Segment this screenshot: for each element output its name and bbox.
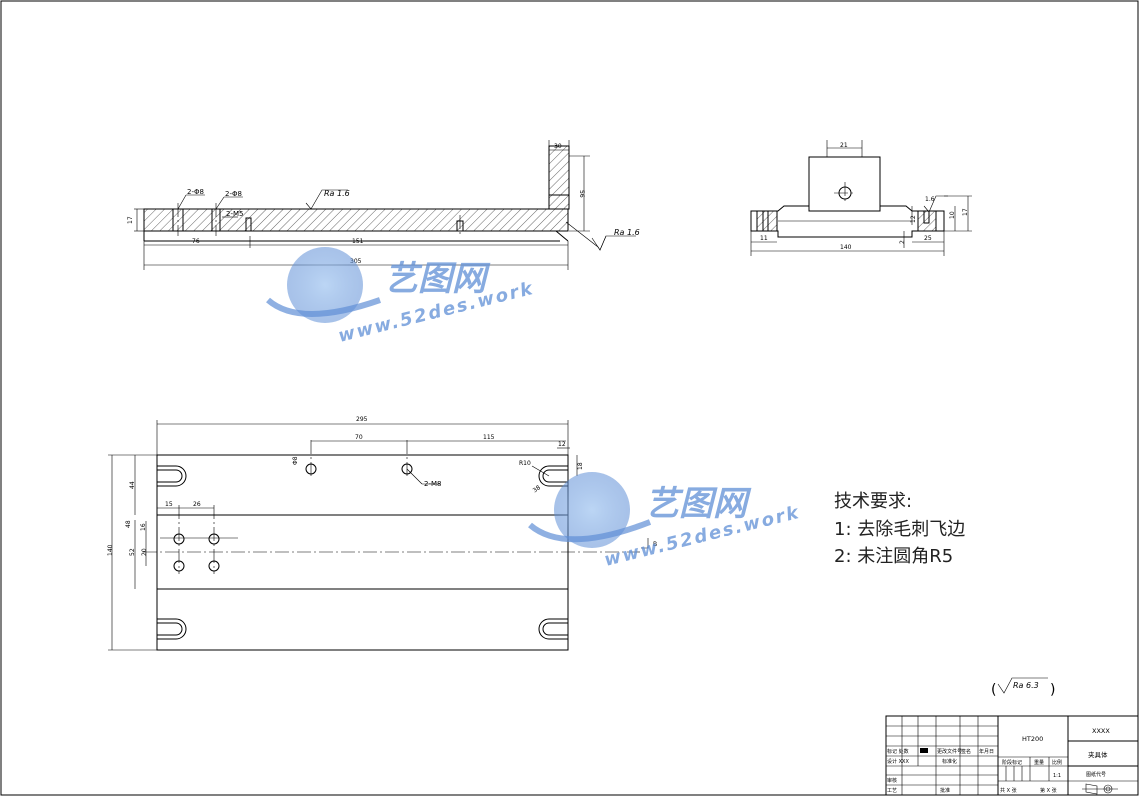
top-view: 295 70 115 12 140 44 52 16 20 48 15 26 1… — [107, 416, 657, 651]
section-arrow-b — [641, 538, 649, 549]
tb-scale-label: 比例 — [1052, 759, 1062, 766]
tb-drawing-name: 夹具体 — [1088, 750, 1108, 759]
roughness-default: Ra 6.3 — [1013, 681, 1039, 690]
tb-approve: 批准 — [940, 787, 950, 794]
dim-17: 17 — [127, 216, 134, 224]
front-section-view: 76 151 305 17 30 56 2-Φ8 2-Φ8 2-M5 Ra 1.… — [127, 140, 640, 270]
u-slot-bottom-right — [538, 618, 568, 640]
tb-sign: 签名 — [961, 748, 971, 755]
top-dim-12: 12 — [558, 441, 566, 448]
dim-305: 305 — [350, 258, 362, 265]
ra-right: Ra 1.6 — [614, 228, 640, 237]
side-dim-11: 11 — [760, 235, 768, 242]
title-block: 标记 处数 更改文件号 签名 年月日 设计 XXX 标准化 审核 工艺 批准 H… — [885, 715, 1139, 796]
watermark-cn-2: 艺图网 — [645, 484, 752, 524]
tb-company: XXXX — [1092, 727, 1110, 735]
label-hole: 2-Φ8 — [225, 190, 242, 198]
tb-row-design: 设计 XXX — [887, 758, 909, 765]
roughness-symbol — [305, 189, 348, 210]
dim-56: 56 — [578, 190, 585, 198]
side-dim-2: 2 — [899, 240, 906, 244]
top-dim-26: 26 — [193, 501, 201, 508]
top-dim-18: 18 — [577, 462, 584, 470]
front-wall — [548, 145, 570, 210]
top-dim-295: 295 — [356, 416, 368, 423]
tb-weight: 重量 — [1034, 759, 1044, 766]
dim-30: 30 — [554, 143, 562, 150]
side-dim-140: 140 — [840, 244, 852, 251]
top-dim-52: 52 — [129, 548, 136, 556]
top-dim-48: 48 — [125, 520, 132, 528]
label-r10: R10 — [519, 460, 531, 467]
watermark-1: 艺图网 www.52des.work — [266, 247, 536, 347]
u-slot-bottom-left — [157, 618, 187, 640]
top-dim-16: 16 — [140, 523, 147, 531]
label-slot: 2-Φ8 — [187, 188, 204, 196]
side-dim-10: 10 — [949, 211, 956, 219]
tb-stage: 阶段标记 — [1002, 759, 1022, 766]
tb-sheet-no: 第 X 张 — [1040, 787, 1057, 794]
tb-change-file: 更改文件号 — [937, 748, 962, 755]
side-block — [808, 156, 881, 212]
tech-title: 技术要求: — [834, 491, 912, 512]
label-2-m8: 2-M8 — [424, 480, 441, 488]
tb-material: HT200 — [1022, 735, 1043, 743]
side-view: 21 140 11 25 17 10 12 2 1.6 — [750, 140, 972, 256]
top-dim-70: 70 — [355, 434, 363, 441]
section-label-b: B — [653, 541, 657, 548]
watermark-cn-1: 艺图网 — [384, 259, 491, 299]
tb-sheet-total: 共 X 张 — [1000, 787, 1017, 794]
front-plate — [143, 208, 569, 232]
technical-requirements: 技术要求: 1: 去除毛刺飞边 2: 未注圆角R5 — [834, 491, 965, 567]
default-roughness: ( Ra 6.3 ) — [991, 677, 1055, 698]
dim-76: 76 — [192, 238, 200, 245]
watermark-globe-icon — [287, 247, 363, 323]
tech-item-2: 2: 未注圆角R5 — [834, 546, 953, 567]
side-dim-12: 12 — [910, 215, 917, 223]
top-dim-44: 44 — [129, 481, 136, 489]
svg-text:(: ( — [991, 682, 996, 698]
tb-row-mark: 标记 处数 — [887, 748, 909, 755]
ra-top: Ra 1.6 — [324, 189, 350, 198]
u-slot-top-left — [157, 465, 187, 487]
tb-drawing-code: 图纸代号 — [1086, 771, 1106, 778]
label-38: 38 — [532, 484, 542, 494]
top-dim-140: 140 — [107, 544, 114, 556]
tech-item-1: 1: 去除毛刺飞边 — [834, 519, 965, 540]
top-dim-15: 15 — [165, 501, 173, 508]
label-hole2: 2-M5 — [226, 210, 243, 218]
side-roughness — [923, 195, 948, 213]
tb-row-process: 工艺 — [887, 788, 897, 794]
top-plate-outline — [156, 454, 569, 651]
side-dim-25: 25 — [924, 235, 932, 242]
dim-151: 151 — [352, 238, 364, 245]
projection-symbol-icon — [1082, 783, 1118, 795]
tb-row-review: 审核 — [887, 777, 897, 784]
top-dim-115: 115 — [483, 434, 495, 441]
side-ra: 1.6 — [925, 196, 935, 203]
tb-scale: 1:1 — [1053, 773, 1061, 779]
label-phi8: Φ8 — [292, 456, 299, 465]
svg-text:): ) — [1050, 682, 1055, 698]
top-dim-20: 20 — [141, 548, 148, 556]
tb-standard: 标准化 — [942, 758, 957, 765]
side-dim-21: 21 — [840, 142, 848, 149]
side-dim-17: 17 — [962, 208, 969, 216]
u-slot-top-right — [538, 465, 568, 487]
watermark-2: 艺图网 www.52des.work — [528, 472, 802, 571]
tb-date: 年月日 — [979, 748, 994, 755]
watermark-globe-icon — [554, 472, 630, 548]
